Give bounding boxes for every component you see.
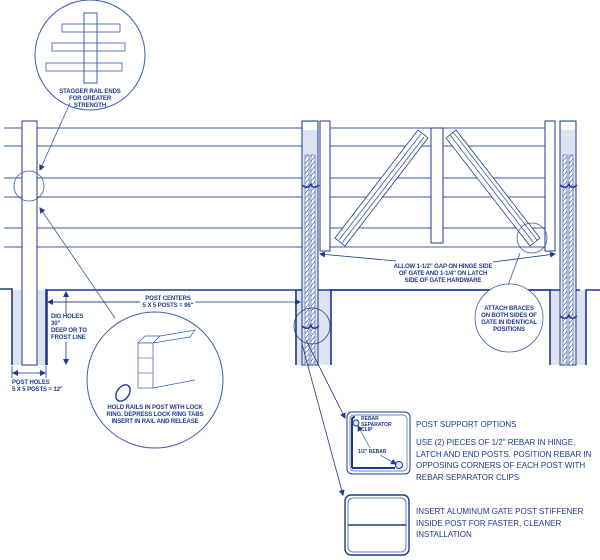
rebar-instructions: USE (2) PIECES OF 1/2" REBAR IN HINGE, L… <box>416 438 592 482</box>
post-support-title: POST SUPPORT OPTIONS <box>416 420 517 429</box>
rebar-size-label: 1/2" REBAR <box>358 449 387 455</box>
brace-detail-callout <box>474 222 548 353</box>
dig-holes-line2: DEEP OR TO <box>51 328 87 334</box>
stagger-rail-callout <box>13 0 146 202</box>
lock-ring-icon <box>115 384 131 402</box>
post-centers-line1: POST CENTERS <box>145 296 191 302</box>
ground-line <box>0 288 600 365</box>
attach-braces-label: ATTACH BRACES ON BOTH SIDES OF GATE IN I… <box>481 306 537 333</box>
stiffener-instructions: INSERT ALUMINUM GATE POST STIFFENER INSI… <box>416 506 600 541</box>
stiffener-inset <box>344 494 410 556</box>
dig-holes-label: DIG HOLES 30" DEEP OR TO FROST LINE <box>51 314 91 342</box>
gate-braces <box>334 129 541 247</box>
post-holes-line2: 5 x 5 POSTS = 12" <box>12 387 63 393</box>
post-holes-label: POST HOLES 5 x 5 POSTS = 12" <box>12 380 72 394</box>
latch-post <box>559 120 578 366</box>
post-centers-line2: 5 x 5 POSTS = 96" <box>142 303 194 309</box>
dig-holes-line3: FROST LINE <box>51 335 86 341</box>
gate-gap-label: ALLOW 1-1/2" GAP ON HINGE SIDE OF GATE A… <box>393 264 493 284</box>
lock-ring-label: HOLD RAILS IN POST WITH LOCK RING. DEPRE… <box>106 405 204 425</box>
post-centers-label: POST CENTERS 5 x 5 POSTS = 96" <box>142 296 194 310</box>
end-post-left <box>21 120 38 366</box>
stiffener-line1: INSERT ALUMINUM GATE POST STIFFENER <box>416 507 584 516</box>
post-holes-line1: POST HOLES <box>12 380 50 386</box>
gate-frame <box>319 120 556 252</box>
rebar-clip-label: REBAR SEPARATOR CLIP <box>361 416 392 433</box>
lock-ring-callout <box>39 207 224 449</box>
stagger-rail-label: STAGGER RAIL ENDS FOR GREATER STRENGTH <box>59 89 121 109</box>
dig-holes-line1: DIG HOLES 30" <box>51 314 84 327</box>
rebar-inset <box>346 411 411 475</box>
separator-clip-icon <box>301 182 320 188</box>
stiffener-line2: INSIDE POST FOR FASTER, CLEANER INSTALLA… <box>416 518 562 540</box>
hinge-post <box>301 120 320 366</box>
post-detail-callout <box>293 307 346 496</box>
